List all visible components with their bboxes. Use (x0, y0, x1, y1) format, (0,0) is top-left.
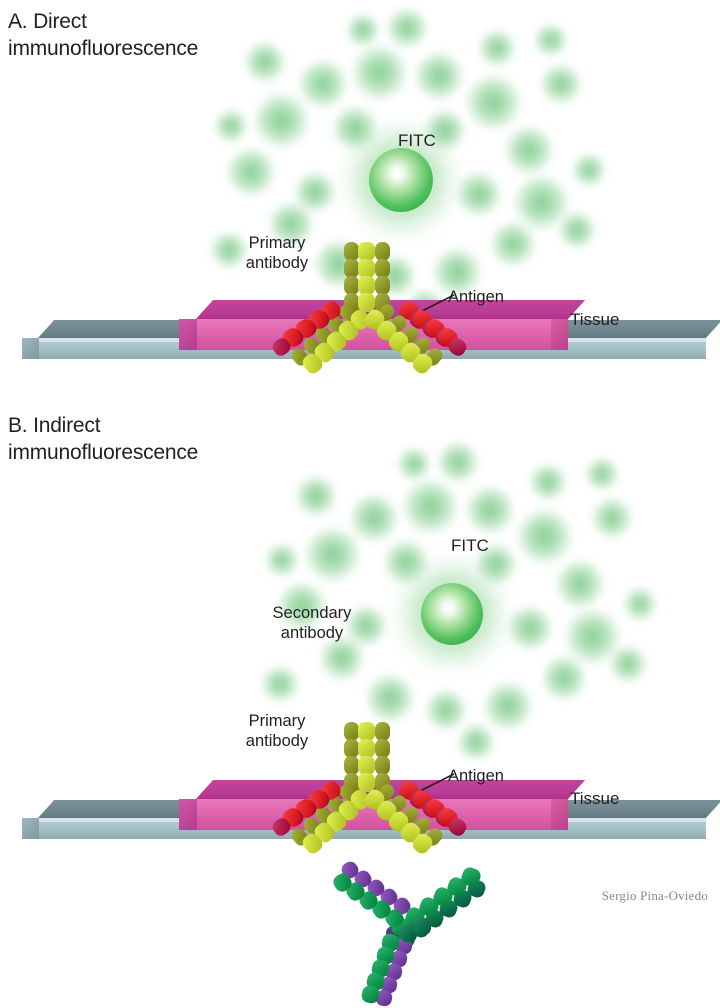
fluorescence-blob (457, 723, 495, 761)
fluorescence-blob (252, 91, 310, 149)
fluorescence-blob (425, 689, 467, 731)
fluorescence-blob (298, 59, 348, 109)
antibody-bead (344, 722, 359, 741)
antibody-bead (344, 739, 359, 758)
fluorescence-blob (571, 152, 607, 188)
antibody-bead (344, 276, 359, 295)
primary-antibody-label-b: Primary antibody (245, 712, 309, 750)
fluorescence-blob (414, 51, 464, 101)
fluorescence-blob (345, 12, 381, 48)
antibody-bead (375, 739, 390, 758)
fitc-sphere-b (421, 583, 483, 645)
fluorescence-blob (386, 7, 428, 49)
fluorescence-blob (490, 221, 536, 267)
panel-direct-immunofluorescence: A. Direct immunofluorescence FITC Primar… (0, 0, 720, 400)
fluorescence-blob (383, 539, 429, 585)
antibody-bead (358, 259, 375, 278)
fluorescence-blob (432, 247, 482, 297)
tissue-left-cap-a (179, 319, 197, 350)
antibody-bead (344, 259, 359, 278)
fluorescence-blob (295, 475, 337, 517)
fluorescence-blob (541, 655, 587, 701)
fluorescence-blob (533, 22, 569, 58)
fitc-label-a: FITC (398, 131, 436, 150)
fluorescence-blob (294, 171, 336, 213)
fluorescence-blob (401, 477, 459, 535)
fluorescence-blob (609, 645, 647, 683)
antibody-bead (358, 722, 375, 741)
fluorescence-blob (591, 497, 633, 539)
fluorescence-blob (515, 507, 573, 565)
panel-indirect-immunofluorescence: B. Indirect immunofluorescence FITC Seco… (0, 400, 720, 1008)
slide-left-cap-b (22, 818, 39, 839)
panel-a-heading: A. Direct immunofluorescence (8, 10, 199, 60)
fluorescence-blob (555, 559, 605, 609)
fluorescence-blob (437, 441, 479, 483)
fluorescence-blob (424, 109, 466, 151)
fluorescence-blob (483, 681, 533, 731)
antigen-label-a: Antigen (448, 288, 504, 306)
fluorescence-blob (226, 147, 276, 197)
primary-antibody-label-a: Primary antibody (245, 234, 309, 272)
fluorescence-blob (584, 456, 620, 492)
fluorescence-blob (303, 525, 361, 583)
fitc-label-b: FITC (451, 536, 489, 555)
antibody-bead (358, 739, 375, 758)
fluorescence-blob (213, 108, 249, 144)
antibody-bead (344, 242, 359, 261)
fluorescence-blob (396, 446, 432, 482)
secondary-antibody-label-b: Secondary antibody (272, 604, 352, 642)
antibody-bead (375, 722, 390, 741)
fluorescence-blob (244, 41, 286, 83)
antigen-label-b: Antigen (448, 767, 504, 785)
fluorescence-blob (478, 29, 516, 67)
fluorescence-blob (350, 43, 408, 101)
antibody-bead (414, 918, 431, 935)
antibody-bead (375, 756, 390, 775)
antibody-bead (358, 276, 375, 295)
fluorescence-blob (264, 542, 300, 578)
fluorescence-blob (475, 543, 517, 585)
antibody-bead (375, 259, 390, 278)
tissue-right-cap-b (551, 799, 568, 830)
fluorescence-blob (622, 586, 658, 622)
antibody-bead (358, 756, 375, 775)
fluorescence-blob (332, 105, 378, 151)
fluorescence-blob (210, 231, 248, 269)
slide-scene-a (0, 240, 720, 400)
fitc-glow-b (0, 400, 720, 880)
fluorescence-blob (465, 485, 515, 535)
panel-b-heading: B. Indirect immunofluorescence (8, 414, 199, 464)
antibody-bead (358, 773, 375, 792)
fluorescence-blob (558, 211, 596, 249)
antibody-bead (358, 293, 375, 312)
tissue-label-a: Tissue (570, 310, 620, 329)
fluorescence-blob (464, 73, 522, 131)
antibody-bead (358, 242, 375, 261)
antibody-bead (375, 276, 390, 295)
fluorescence-blob (504, 125, 554, 175)
tissue-right-cap-a (551, 319, 568, 350)
fluorescence-blob (456, 171, 502, 217)
fluorescence-blob (365, 673, 415, 723)
fluorescence-blob (349, 493, 399, 543)
fluorescence-blob (345, 605, 387, 647)
fluorescence-blob (277, 581, 327, 631)
fluorescence-blob (261, 665, 299, 703)
slide-left-cap-a (22, 338, 39, 359)
fitc-sphere-a (369, 148, 433, 212)
fluorescence-blob (507, 605, 553, 651)
antibody-bead (375, 242, 390, 261)
fluorescence-blob (540, 63, 582, 105)
artist-signature: Sergio Pina-Oviedo (601, 888, 708, 903)
antibody-bead (344, 756, 359, 775)
tissue-label-b: Tissue (570, 789, 620, 808)
fluorescence-blob (529, 463, 567, 501)
tissue-left-cap-b (179, 799, 197, 830)
